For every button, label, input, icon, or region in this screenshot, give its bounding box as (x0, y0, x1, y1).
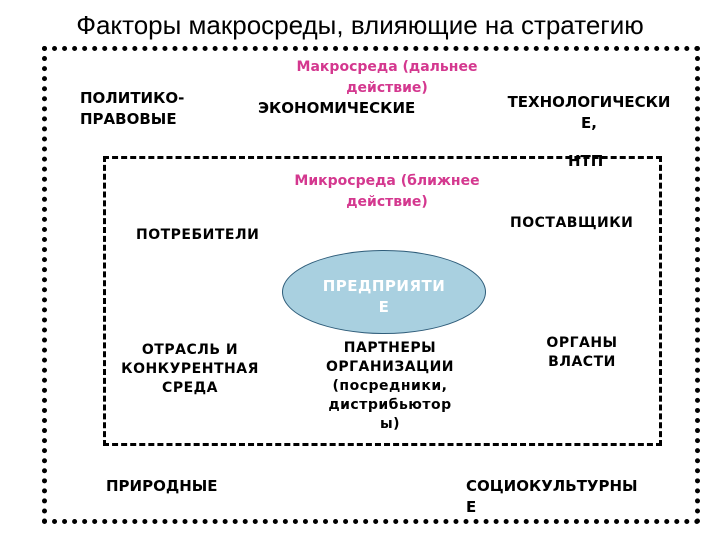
political-legal-factor: ПОЛИТИКО- ПРАВОВЫЕ (80, 89, 185, 128)
enterprise-label: ПРЕДПРИЯТИ Е (322, 277, 446, 316)
economic-factor: ЭКОНОМИЧЕСКИЕ (258, 99, 416, 117)
industry-competition-label: ОТРАСЛЬ И КОНКУРЕНТНАЯ СРЕДА (121, 342, 259, 396)
page-title: Факторы макросреды, влияющие на стратеги… (76, 10, 644, 40)
macro-header: Макросреда (дальнее действие) (296, 59, 478, 96)
natural-factor: ПРИРОДНЫЕ (106, 477, 218, 495)
enterprise-ellipse (282, 250, 486, 334)
sociocultural-factor: СОЦИОКУЛЬТУРНЫ Е (466, 477, 638, 516)
partners-label: ПАРТНЕРЫ ОРГАНИЗАЦИИ (посредники, дистри… (325, 340, 455, 432)
consumers-label: ПОТРЕБИТЕЛИ (136, 227, 260, 243)
micro-header: Микросреда (ближнее действие) (294, 173, 480, 210)
authorities-label: ОРГАНЫ ВЛАСТИ (546, 335, 618, 370)
ntp-factor: НТП (568, 152, 604, 170)
macro-environment-frame (42, 46, 700, 524)
micro-environment-frame (103, 156, 662, 446)
suppliers-label: ПОСТАВЩИКИ (510, 215, 634, 231)
technological-factor: ТЕХНОЛОГИЧЕСКИ Е, (507, 93, 671, 132)
